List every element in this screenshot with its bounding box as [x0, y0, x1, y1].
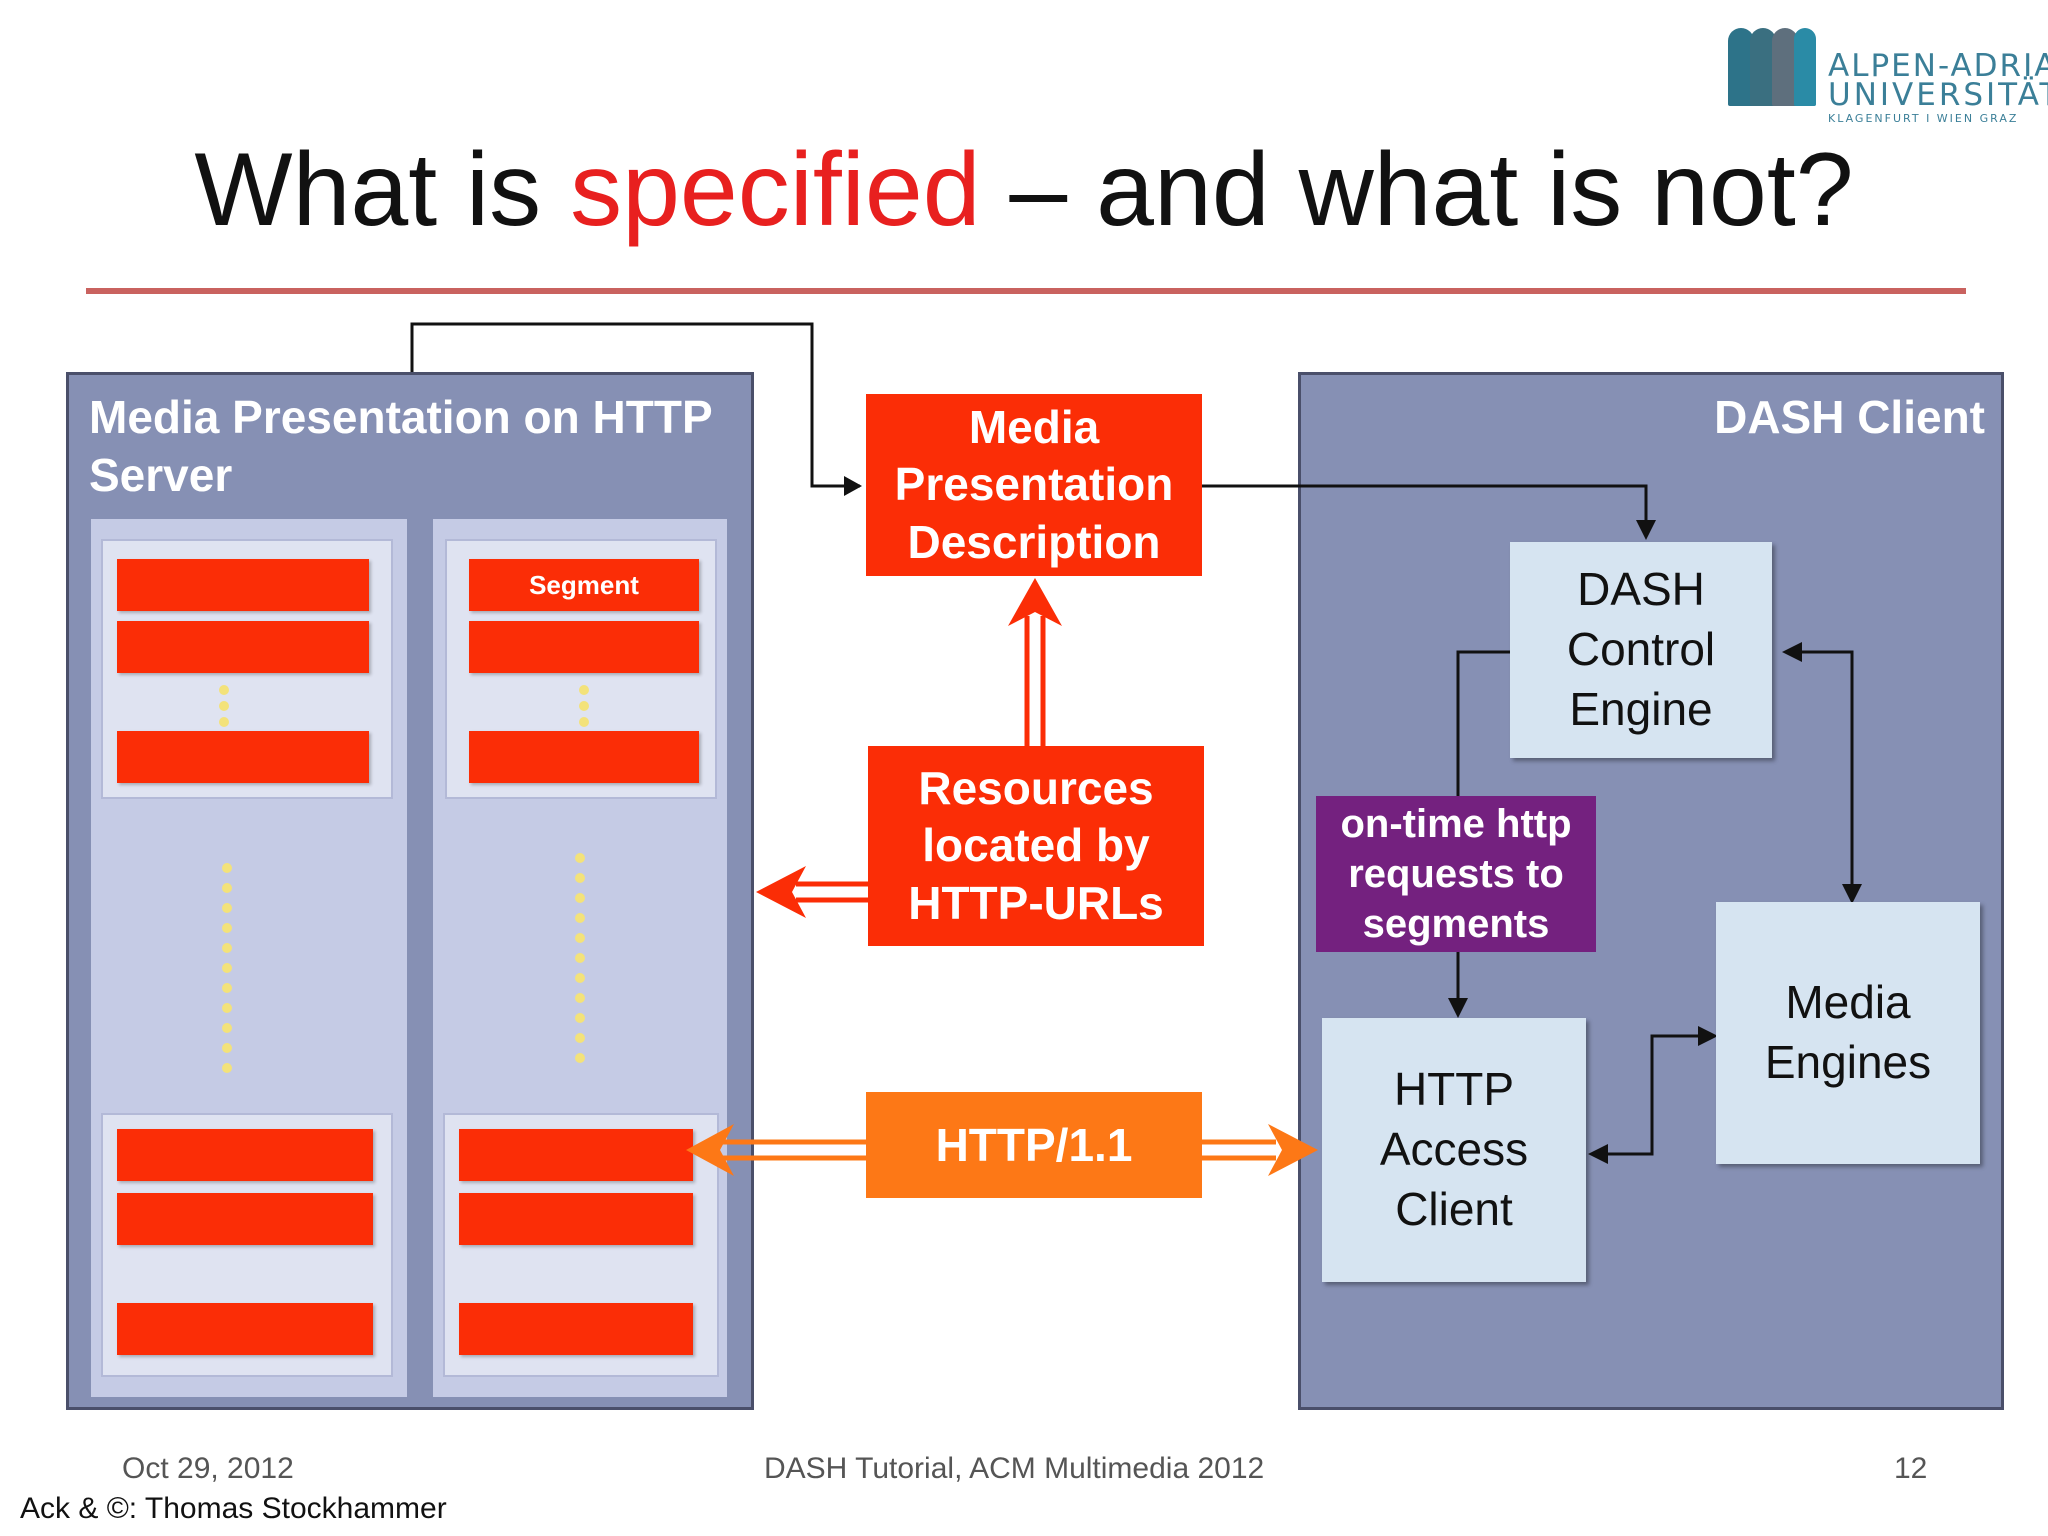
mpd-to-control-line: [1202, 484, 1648, 536]
segment-label: Segment: [529, 570, 639, 600]
logo-bar: [1728, 28, 1754, 106]
segment: [117, 1193, 373, 1245]
ellipsis-dot: [222, 1023, 232, 1033]
ellipsis-dot: [575, 973, 585, 983]
university-logo: ALPEN-ADRIA UNIVERSITÄT KLAGENFURT I WIE…: [1728, 22, 2048, 126]
server-to-mpd-line: [410, 322, 860, 488]
ellipsis-dot: [575, 853, 585, 863]
server-panel: Media Presentation on HTTP Server Segmen: [66, 372, 754, 1410]
segment-group: [101, 1113, 393, 1377]
access-media-line: [1594, 1034, 1712, 1156]
ellipsis-dot: [575, 993, 585, 1003]
media-engines-box: Media Engines: [1716, 902, 1980, 1164]
ellipsis-dot: [222, 863, 232, 873]
ellipsis-dot: [222, 963, 232, 973]
segment: [469, 731, 699, 783]
ellipsis-dot: [222, 1043, 232, 1053]
title-highlight: specified: [570, 132, 981, 248]
segment: [459, 1129, 693, 1181]
ellipsis-dot: [222, 1063, 232, 1073]
control-to-requests-line: [1456, 650, 1516, 798]
ellipsis-dot: [575, 873, 585, 883]
resources-box: Resources located by HTTP-URLs: [868, 746, 1204, 946]
ellipsis-dot: [222, 1003, 232, 1013]
footer-acknowledgement: Ack & ©: Thomas Stockhammer: [20, 1492, 447, 1525]
ellipsis-dot: [222, 983, 232, 993]
logo-bar: [1750, 28, 1776, 106]
http-access-client-box: HTTP Access Client: [1322, 1018, 1586, 1282]
footer-date: Oct 29, 2012: [122, 1452, 294, 1485]
on-time-requests-label: on-time http requests to segments: [1316, 796, 1596, 952]
mpd-box: Media Presentation Description: [866, 394, 1202, 576]
title-text-after: – and what is not?: [980, 132, 1854, 248]
ellipsis-dot: [575, 933, 585, 943]
logo-line-1: ALPEN-ADRIA: [1828, 48, 2048, 84]
dash-client-title: DASH Client: [1714, 391, 1985, 443]
ellipsis-dot: [579, 685, 589, 695]
arrow-head: [844, 476, 862, 496]
segment: [469, 621, 699, 673]
logo-bar: [1772, 28, 1798, 106]
logo-line-3: KLAGENFURT I WIEN GRAZ: [1828, 112, 2019, 125]
arrow-head: [1268, 1124, 1318, 1176]
control-media-line: [1788, 650, 1854, 898]
ellipsis-dot: [575, 1053, 585, 1063]
ellipsis-dot: [222, 943, 232, 953]
segment: [117, 731, 369, 783]
representation-column-1: [91, 519, 407, 1397]
ellipsis-dot: [579, 701, 589, 711]
arrow-head: [1588, 1144, 1608, 1164]
dash-control-engine-box: DASH Control Engine: [1510, 542, 1772, 758]
segment-group: [101, 539, 393, 799]
arrow-head: [756, 866, 806, 918]
arrow-head: [1448, 998, 1468, 1018]
arrow-head: [1008, 578, 1062, 626]
segment-labeled: Segment: [469, 559, 699, 611]
ellipsis-dot: [222, 883, 232, 893]
footer-event: DASH Tutorial, ACM Multimedia 2012: [764, 1452, 1265, 1485]
ellipsis-dot: [575, 1013, 585, 1023]
logo-line-2: UNIVERSITÄT: [1828, 77, 2048, 113]
ellipsis-dot: [222, 923, 232, 933]
segment: [459, 1193, 693, 1245]
slide-title: What is specified – and what is not?: [0, 128, 2048, 253]
ellipsis-dot: [579, 717, 589, 727]
ellipsis-dot: [575, 1033, 585, 1043]
title-divider: [86, 288, 1966, 294]
ellipsis-dot: [219, 685, 229, 695]
ellipsis-dot: [575, 953, 585, 963]
ellipsis-dot: [575, 913, 585, 923]
ellipsis-dot: [219, 717, 229, 727]
title-text-before: What is: [194, 132, 571, 248]
ellipsis-dot: [222, 903, 232, 913]
http-protocol-box: HTTP/1.1: [866, 1092, 1202, 1198]
arrow-head: [1842, 884, 1862, 904]
arrow-head: [1782, 642, 1802, 662]
segment: [117, 559, 369, 611]
representation-column-2: Segment: [433, 519, 727, 1397]
segment: [117, 1303, 373, 1355]
footer-page-number: 12: [1894, 1452, 1928, 1485]
arrow-head: [686, 1124, 734, 1176]
segment: [117, 1129, 373, 1181]
arrow-head: [1636, 520, 1656, 540]
logo-bar: [1794, 28, 1816, 106]
segment: [117, 621, 369, 673]
segment-group: [443, 1113, 719, 1377]
ellipsis-dot: [219, 701, 229, 711]
segment-group: Segment: [445, 539, 717, 799]
server-panel-title: Media Presentation on HTTP Server: [89, 391, 712, 501]
segment: [459, 1303, 693, 1355]
ellipsis-dot: [575, 893, 585, 903]
arrow-head: [1698, 1026, 1718, 1046]
